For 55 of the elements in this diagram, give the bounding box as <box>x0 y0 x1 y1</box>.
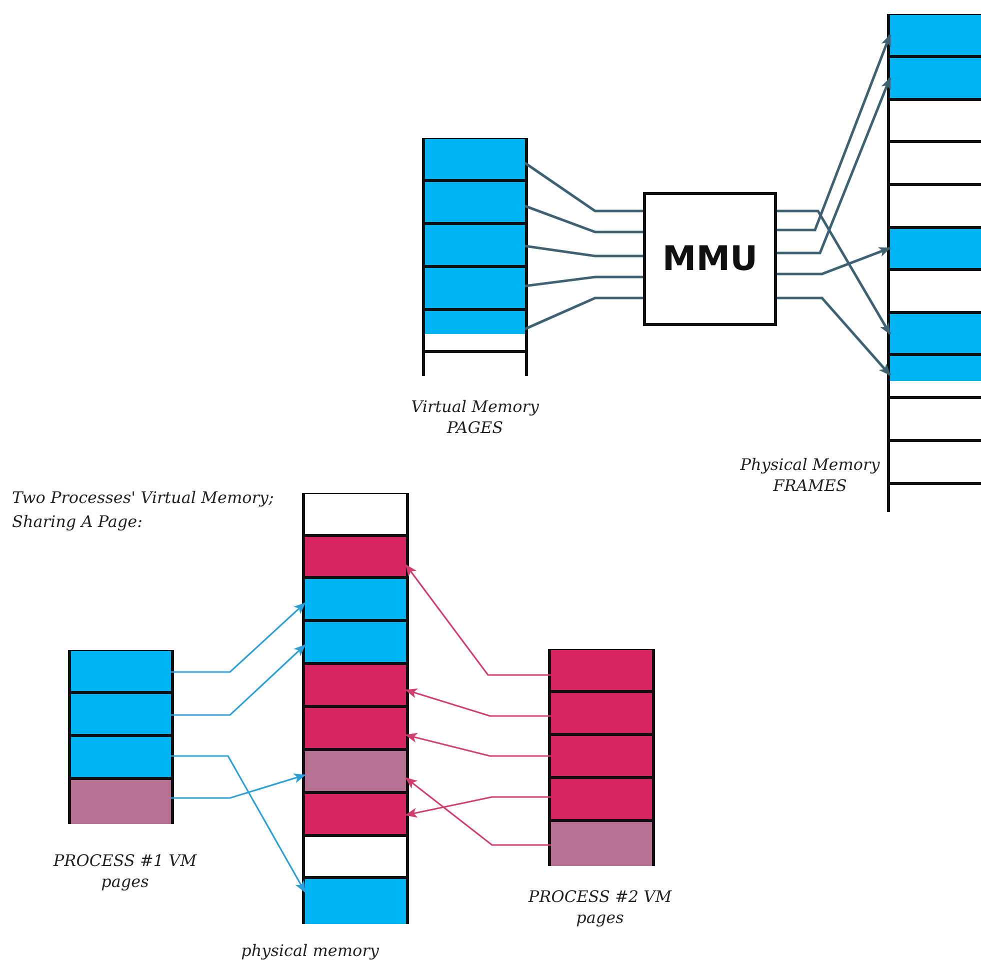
arrow <box>405 732 551 757</box>
memory-cell <box>305 879 406 924</box>
arrow <box>405 796 551 818</box>
arrow <box>777 246 891 276</box>
memory-cell <box>551 779 652 822</box>
memory-cell <box>305 708 406 751</box>
arrow <box>777 296 891 376</box>
memory-cell <box>305 622 406 665</box>
arrow <box>171 602 306 673</box>
column-caption: Virtual Memory PAGES <box>410 396 540 438</box>
connector-line <box>524 204 643 234</box>
column-caption: PROCESS #2 VM pages <box>527 886 673 928</box>
memory-cell <box>890 58 981 101</box>
arrow <box>171 773 306 799</box>
memory-cell <box>551 736 652 779</box>
memory-cell <box>305 494 406 537</box>
memory-cell <box>425 311 525 353</box>
memory-cell <box>890 229 981 271</box>
memory-cell <box>425 139 525 182</box>
connector-line <box>524 296 643 330</box>
arrow <box>405 564 551 676</box>
memory-cell <box>305 665 406 708</box>
memory-cell <box>71 737 171 780</box>
memory-cell <box>305 794 406 837</box>
arrow <box>777 210 892 335</box>
memory-cell <box>551 693 652 736</box>
memory-cell <box>305 579 406 622</box>
memory-cell <box>425 225 525 268</box>
memory-cell <box>71 780 171 824</box>
arrow <box>777 34 892 232</box>
memory-cell <box>890 314 981 356</box>
memory-cell <box>71 694 171 737</box>
memory-cell <box>305 751 406 794</box>
arrow <box>171 755 306 893</box>
memory-cell <box>890 356 981 399</box>
arrow <box>777 77 892 254</box>
arrow <box>171 644 306 716</box>
column-caption: physical memory <box>240 940 380 961</box>
arrow <box>405 688 551 717</box>
memory-cell <box>425 268 525 311</box>
memory-cell <box>551 822 652 866</box>
memory-cell <box>71 651 171 694</box>
mmu-box <box>643 192 777 326</box>
memory-cell <box>305 537 406 579</box>
column-caption: Physical Memory FRAMES <box>739 454 881 496</box>
column-caption: PROCESS #1 VM pages <box>52 850 198 892</box>
arrow <box>405 777 551 846</box>
memory-cell <box>890 15 981 58</box>
mmu-label: MMU <box>662 239 758 279</box>
memory-cell <box>551 650 652 693</box>
diagram-title: Two Processes' Virtual Memory; Sharing A Page: <box>12 487 275 533</box>
memory-cell <box>425 182 525 225</box>
connector-line <box>524 276 643 288</box>
connector-line <box>524 244 643 258</box>
connector-line <box>524 162 643 212</box>
